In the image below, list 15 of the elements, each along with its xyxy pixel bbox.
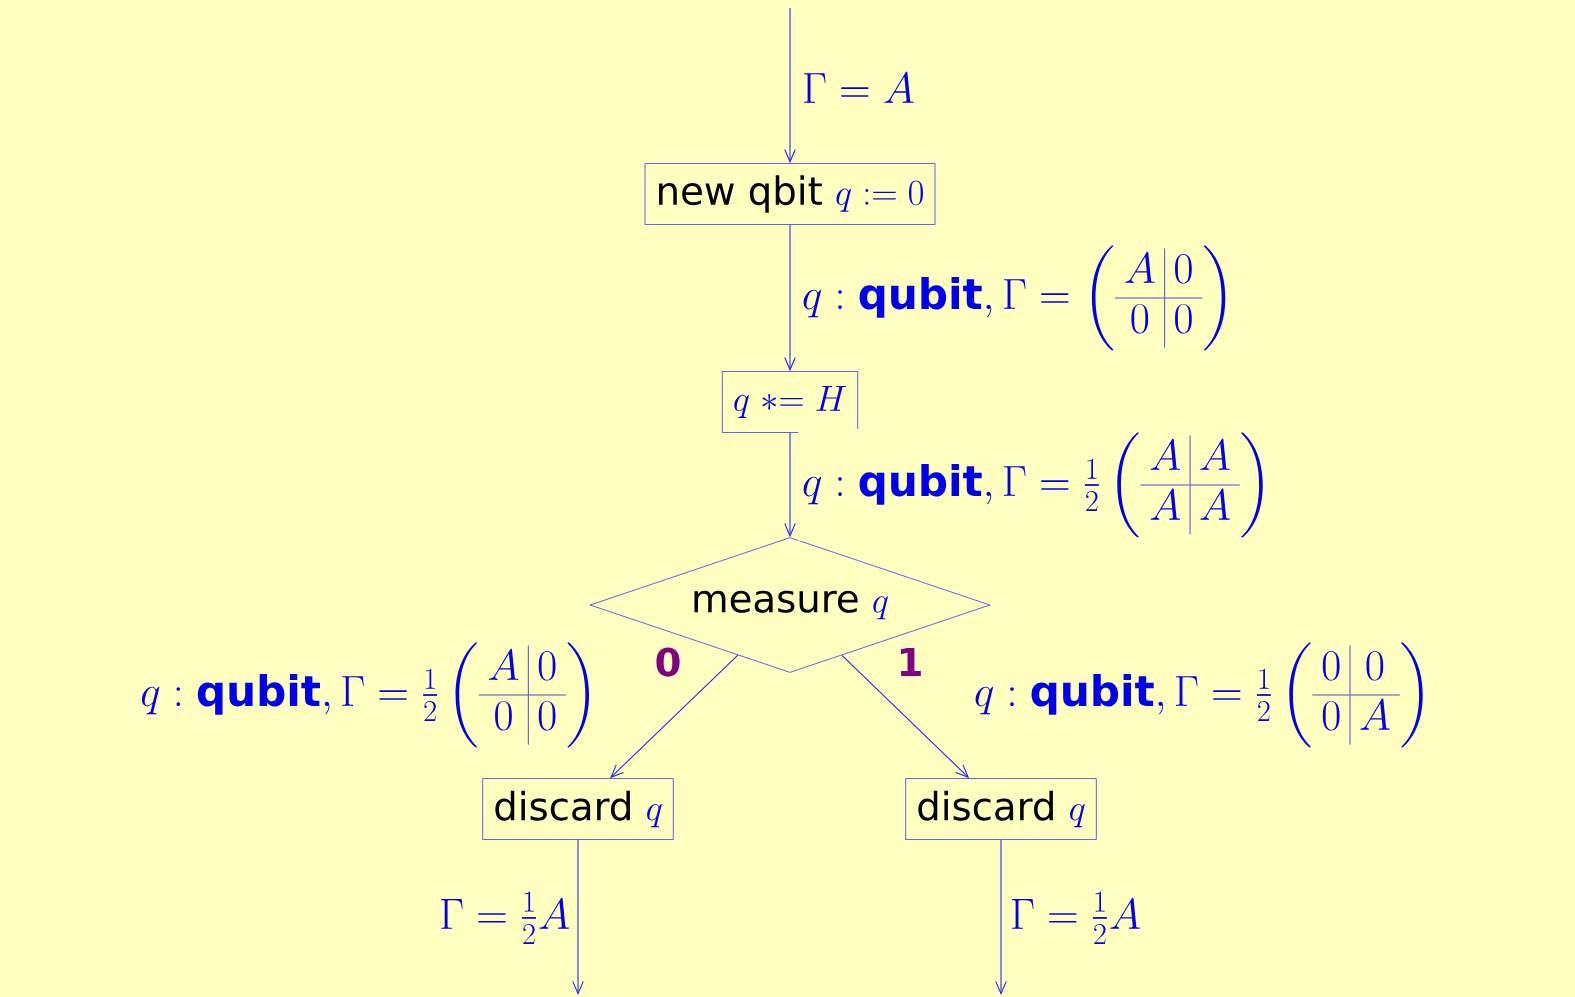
edge-label: $\Gamma = \frac{1}{2}A$	[1006, 888, 1145, 948]
process-box: new qbit $q := 0$	[644, 163, 936, 225]
edge-label: $q : \textbf{qubit}, \Gamma = \frac{1}{2}\left(\begin{array}{c|c} A & A \\ \hline A & A \end{array}\right)$	[798, 429, 1276, 541]
edge-label: $\Gamma = \frac{1}{2}A$	[435, 888, 574, 948]
arrow	[610, 654, 739, 779]
edge-label: $\Gamma = A$	[798, 69, 919, 107]
arrow	[995, 839, 1007, 995]
arrow	[784, 7, 796, 164]
process-box: discard $q$	[905, 778, 1097, 840]
arrow	[784, 224, 796, 372]
edge-label: $q : \textbf{qubit}, \Gamma = \left(\begin{array}{c|c} A & 0 \\ \hline 0 & 0 \end{array}\right)$	[798, 242, 1238, 354]
arrow	[784, 432, 796, 538]
arrow	[841, 654, 970, 779]
arrow	[572, 839, 584, 995]
process-box: discard $q$	[482, 778, 674, 840]
